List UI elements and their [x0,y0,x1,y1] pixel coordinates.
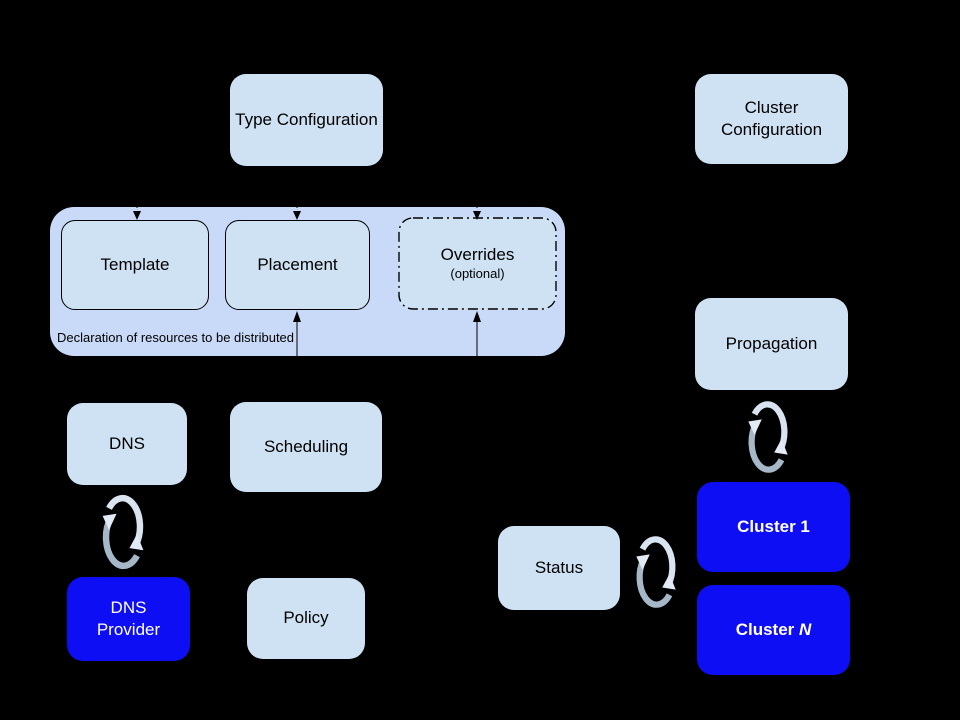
type-configuration-box: Type Configuration [230,74,383,166]
status-box: Status [498,526,620,610]
status-label: Status [534,557,584,577]
overrides-box: Overrides (optional) [398,217,557,310]
overrides-optional-label: (optional) [450,266,505,282]
cluster-n-label: Cluster N [735,619,812,639]
propagation-box: Propagation [695,298,848,390]
placement-box: Placement [225,220,370,310]
sync-icon [628,533,684,611]
sync-icon [740,398,796,476]
dns-provider-box: DNS Provider [67,577,190,661]
dns-provider-label: DNS Provider [96,597,161,639]
cluster-n-italic: N [799,619,812,639]
placement-label: Placement [257,254,338,274]
scheduling-box: Scheduling [230,402,382,492]
scheduling-label: Scheduling [263,436,349,456]
cluster-configuration-label: Cluster Configuration [720,97,823,139]
cluster-1-box: Cluster 1 [697,482,850,572]
template-label: Template [100,254,170,274]
cluster-n-box: Cluster N [697,585,850,675]
overrides-label: Overrides [440,245,515,264]
dns-box: DNS [67,403,187,485]
policy-box: Policy [247,578,365,659]
propagation-label: Propagation [725,333,818,353]
type-configuration-label: Type Configuration [235,109,378,129]
cluster-1-label: Cluster 1 [737,516,810,536]
dns-label: DNS [109,433,145,453]
sync-icon [94,492,152,572]
template-box: Template [61,220,209,310]
cluster-configuration-box: Cluster Configuration [695,74,848,164]
policy-label: Policy [283,608,329,628]
declaration-caption: Declaration of resources to be distribut… [57,330,295,345]
